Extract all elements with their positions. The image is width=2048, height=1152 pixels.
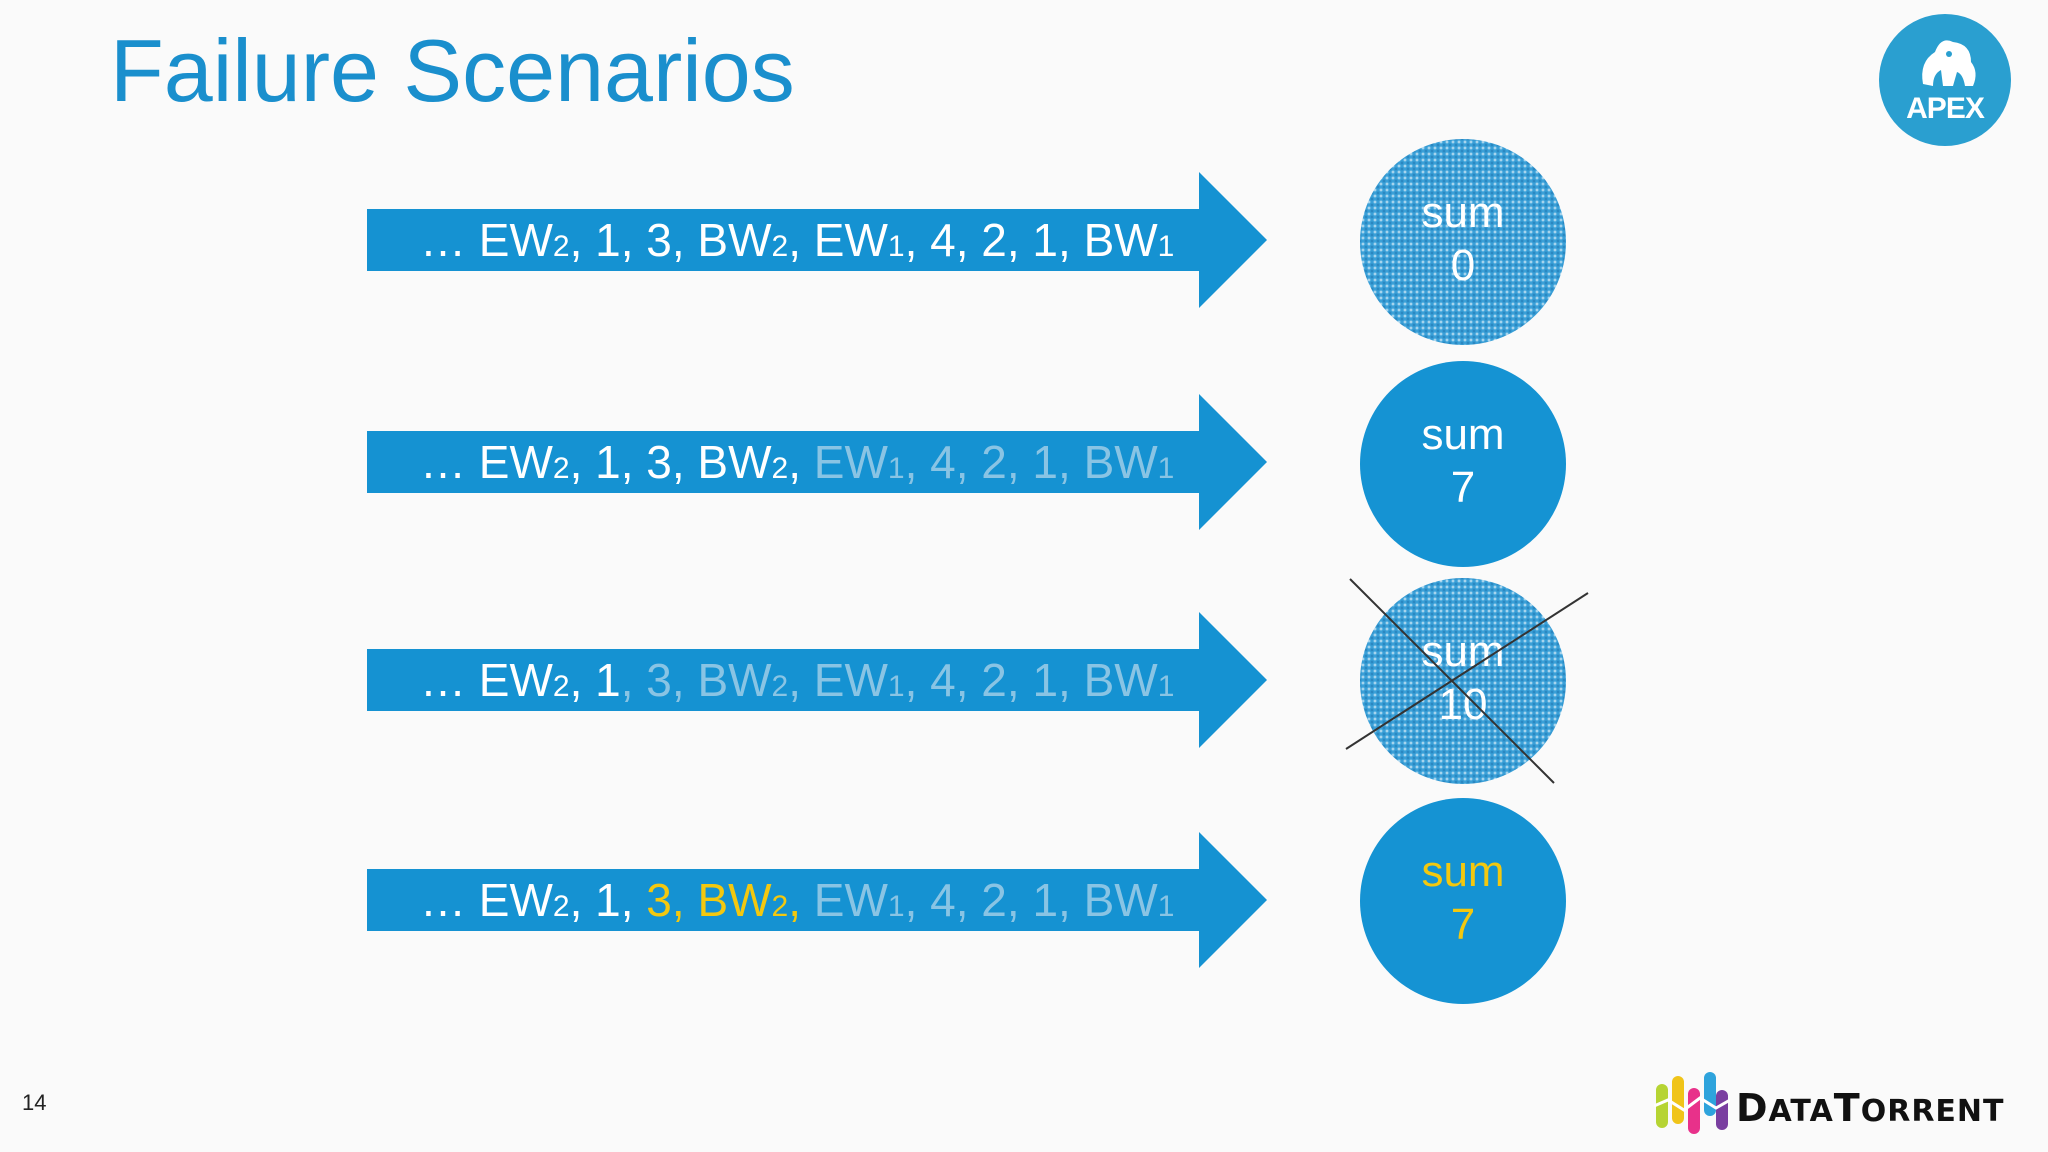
- stream-token: 2: [771, 890, 789, 923]
- stream-token: … EW: [420, 214, 553, 266]
- stream-token: … EW: [420, 874, 553, 926]
- stream-token: 2: [552, 890, 570, 923]
- stream-token: , EW: [788, 214, 888, 266]
- stream-token: ,: [788, 874, 814, 926]
- page-number: 14: [22, 1090, 47, 1115]
- stream-token: , 4, 2, 1, BW: [904, 654, 1158, 706]
- datatorrent-logo: DATATORRENT: [1653, 1070, 2034, 1140]
- sum-circle-1: sum 0: [1360, 139, 1566, 345]
- stream-token: 2: [771, 670, 789, 703]
- stream-text-1: … EW2, 1, 3, BW2, EW1, 4, 2, 1, BW1: [420, 210, 1174, 270]
- stream-token: , 1: [569, 654, 621, 706]
- stream-token: , 4, 2, 1, BW: [904, 436, 1158, 488]
- stream-token: , 4, 2, 1, BW: [904, 874, 1158, 926]
- stream-arrow-3: … EW2, 1, 3, BW2, EW1, 4, 2, 1, BW1: [367, 612, 1267, 748]
- sum-circle-3: sum 10: [1360, 578, 1566, 784]
- sum-label-4: sum: [1421, 847, 1505, 896]
- stream-token: 2: [552, 670, 570, 703]
- stream-token: 1: [1157, 670, 1175, 703]
- stream-text-2: … EW2, 1, 3, BW2, EW1, 4, 2, 1, BW1: [420, 432, 1174, 492]
- stream-token: 2: [771, 230, 789, 263]
- sum-label-2: sum: [1421, 410, 1505, 459]
- stream-token: 1: [887, 230, 905, 263]
- stream-token: 1: [1157, 452, 1175, 485]
- stream-token: , 1,: [569, 874, 647, 926]
- sum-circle-2: sum 7: [1360, 361, 1566, 567]
- stream-token: , 4, 2, 1, BW: [904, 214, 1158, 266]
- sum-label-3: sum: [1421, 627, 1505, 676]
- stream-token: … EW: [420, 436, 553, 488]
- logo-text: APEX: [1906, 92, 1985, 125]
- gorilla-icon: [1922, 40, 1976, 86]
- stream-token: 1: [887, 452, 905, 485]
- stream-token: EW: [813, 874, 888, 926]
- stream-token: 3, BW: [646, 874, 772, 926]
- stream-arrow-1: … EW2, 1, 3, BW2, EW1, 4, 2, 1, BW1: [367, 172, 1267, 308]
- sum-value-3: 10: [1438, 680, 1488, 729]
- stream-token: 2: [552, 452, 570, 485]
- stream-token: , 1, 3, BW: [569, 214, 772, 266]
- stream-token: , EW: [788, 654, 888, 706]
- cross-out-icon: [1345, 578, 1589, 784]
- datatorrent-bars-icon: [1653, 1072, 1731, 1134]
- stream-token: 1: [887, 670, 905, 703]
- sum-value-1: 0: [1450, 241, 1476, 290]
- stream-token: 2: [552, 230, 570, 263]
- stream-token: 1: [887, 890, 905, 923]
- sum-circle-4: sum 7: [1360, 798, 1566, 1004]
- sum-value-2: 7: [1450, 463, 1476, 512]
- sum-label-1: sum: [1421, 188, 1505, 237]
- stream-arrow-2: … EW2, 1, 3, BW2, EW1, 4, 2, 1, BW1: [367, 394, 1267, 530]
- slide-title: Failure Scenarios: [110, 21, 795, 120]
- stream-token: EW: [813, 436, 888, 488]
- stream-token: 1: [1157, 890, 1175, 923]
- sum-value-4: 7: [1450, 900, 1476, 949]
- stream-text-3: … EW2, 1, 3, BW2, EW1, 4, 2, 1, BW1: [420, 650, 1174, 710]
- stream-token: , 3, BW: [620, 654, 772, 706]
- stream-text-4: … EW2, 1, 3, BW2, EW1, 4, 2, 1, BW1: [420, 870, 1174, 930]
- stream-token: 2: [771, 452, 789, 485]
- stream-token: ,: [788, 436, 814, 488]
- stream-token: , 1, 3, BW: [569, 436, 772, 488]
- apex-logo: APEX: [1879, 14, 2011, 146]
- datatorrent-wordmark: DATATORRENT: [1736, 1086, 2005, 1130]
- stream-arrow-4: … EW2, 1, 3, BW2, EW1, 4, 2, 1, BW1: [367, 832, 1267, 968]
- stream-token: … EW: [420, 654, 553, 706]
- stream-token: 1: [1157, 230, 1175, 263]
